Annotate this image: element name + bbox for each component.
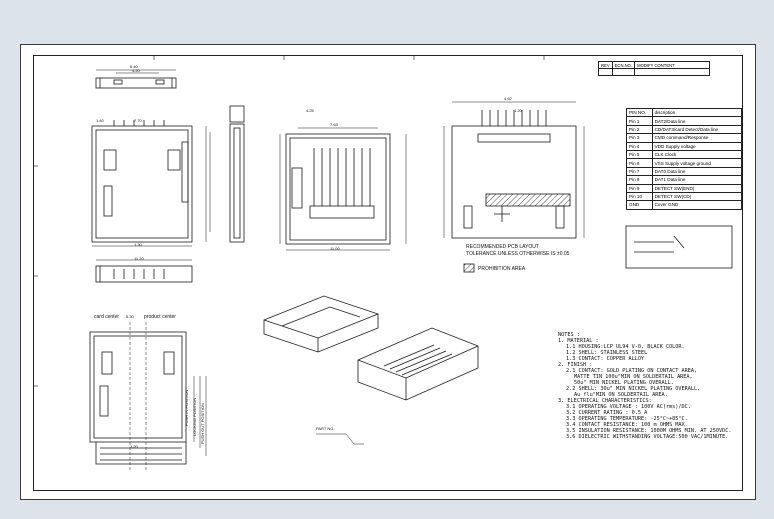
ecn-header: ECN.NO. [611, 61, 636, 69]
note-line: 1.2 SHELL: STAINLESS STEEL [566, 350, 648, 356]
push-out-label: PUSH OUT POSITION [200, 403, 205, 444]
border-ticks [34, 56, 545, 387]
dim-label: 4.25 [306, 108, 314, 113]
dim-label: 1.20 [130, 444, 138, 449]
part-no-label: PART NO. [316, 426, 335, 431]
note-line: 3.1 OPERATING VOLTAGE : 100V AC(rms)/DC. [566, 404, 691, 410]
push-in-label: PUSH IN POSITION [184, 389, 189, 426]
top-view-small [95, 69, 177, 89]
revision-table: REV ECN.NO. MODIFY CONTENT [598, 61, 711, 76]
recommended-layout-label: RECOMMENDED PCB LAYOUT [466, 244, 539, 250]
prohibition-label: PROHIBITION AREA [478, 266, 526, 272]
dim-label: 5.30 [126, 314, 134, 319]
drawing-sheet: REV ECN.NO. MODIFY CONTENT PIN NO. discr… [20, 44, 756, 500]
notes-block: NOTES : 1. MATERIAL : 1.1 HOUSING:LCP UL… [558, 332, 732, 440]
dim-label: 4.20 [132, 68, 140, 73]
isometric-view-2 [357, 327, 479, 401]
dim-label: 7.63 [330, 122, 338, 127]
note-line: 1. MATERIAL : [558, 338, 599, 344]
pin-header: PIN NO. [626, 107, 653, 118]
locking-label: LOCKING POSITION [192, 397, 197, 436]
card-insert-view [89, 322, 207, 472]
side-view [229, 105, 245, 243]
note-line: 3.2 CURRENT RATING : 0.5 A [566, 410, 648, 416]
dim-label: 11.20 [134, 256, 144, 261]
dim-label: 1.20 [514, 108, 522, 113]
modify-header: MODIFY CONTENT [634, 61, 711, 69]
note-line: Au flu"MIN ON SOLDERTAIL AREA. [574, 392, 668, 398]
part-no-leader [316, 433, 364, 445]
note-line: 1.3 CONTACT: COPPER ALLOY [566, 356, 645, 362]
isometric-view-1 [263, 295, 379, 353]
prohibition-swatch [463, 263, 475, 273]
notes-title: NOTES : [558, 332, 580, 338]
rev-header: REV [598, 61, 613, 69]
dim-label: 11.00 [330, 246, 340, 251]
note-line: 3. ELECTRICAL CHARACTERISTICS: [558, 398, 652, 404]
contact-view [279, 127, 407, 251]
dim-label: 1.40 [96, 118, 104, 123]
tolerance-label: TOLERANCE UNLESS OTHERWISE IS ±0.05 [466, 251, 570, 257]
note-line: 2.1 CONTACT: GOLD PLATING ON CONTACT ARE… [566, 368, 698, 374]
note-line: 2. FINISH : [558, 362, 593, 368]
note-line: 3.5 INSULATION RESISTANCE: 1000M OHMS MI… [566, 428, 732, 434]
front-view [91, 120, 211, 247]
pcb-layout [443, 101, 585, 239]
note-line: 3.3 OPERATING TEMPERATURE: -25°C~+85°C. [566, 416, 688, 422]
note-line: 1.1 HOUSING:LCP UL94 V-0, BLACK COLOR. [566, 344, 685, 350]
note-line: MATTE TIN 100u"MIN ON SOLDERTAIL AREA, [574, 374, 693, 380]
bottom-view-small [95, 259, 193, 283]
product-center-label: product center [144, 314, 176, 320]
card-center-label: card center [94, 314, 120, 320]
dim-label: 7.70 [134, 118, 142, 123]
drawing-canvas [34, 56, 733, 472]
note-line: 3.6 DIELECTRIC WITHSTANDING VOLTAGE:500 … [566, 434, 729, 440]
dim-label: 1.30 [134, 242, 142, 247]
drawing-border: REV ECN.NO. MODIFY CONTENT PIN NO. discr… [33, 55, 743, 491]
note-line: 3.4 CONTACT RESISTANCE: 100 m OHMS MAX. [566, 422, 688, 428]
switch-circuit-box [625, 225, 733, 269]
dim-label: 6.40 [130, 64, 138, 69]
desc-header: discription [651, 107, 743, 118]
note-line: 2.2 SHELL: 30u" MIN NICKEL PLATING OVERA… [566, 386, 701, 392]
note-line: 50u" MIN NICKEL PLATING OVERALL. [574, 380, 674, 386]
dim-label: 4.62 [504, 96, 512, 101]
